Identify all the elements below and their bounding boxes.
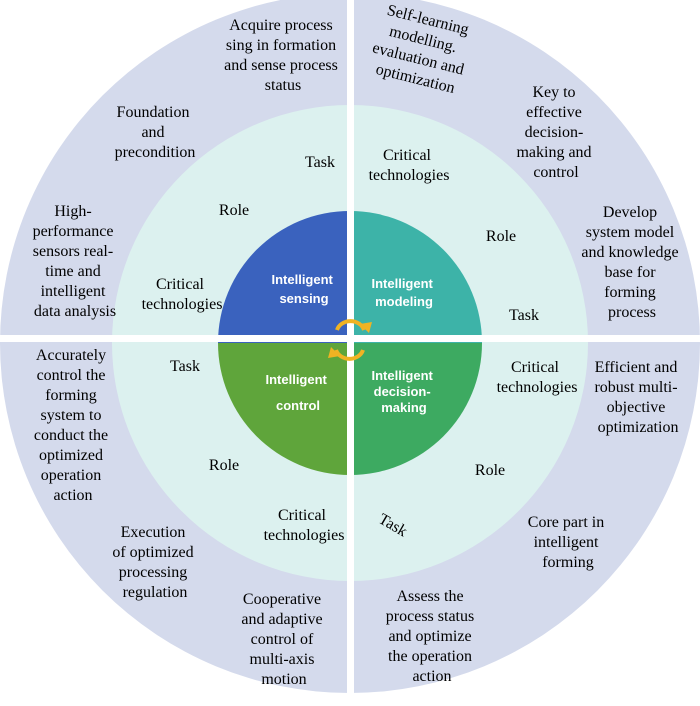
cycle-arrow-bottom (334, 349, 365, 361)
horizontal-divider (0, 335, 700, 342)
control-role-description: Execution of optimized processing regula… (112, 524, 197, 601)
control-critical-description: Cooperative and adaptive control of mult… (241, 591, 326, 688)
control-task-description: Accurately control the forming system to… (34, 347, 112, 504)
vertical-divider (347, 0, 354, 706)
decision-task-description: Assess the process status and optimize t… (386, 588, 478, 685)
modeling-task-label: Task (509, 307, 539, 324)
core-control-label: Intelligent control (265, 372, 330, 413)
cycle-arrowhead-top (360, 322, 372, 333)
cycle-arrowhead-bottom (328, 347, 340, 358)
core-sensing-quadrant (218, 211, 350, 343)
core-sensing-label: Intelligent sensing (271, 272, 336, 306)
decision-role-label: Role (475, 462, 505, 479)
core-decision-quadrant (350, 343, 482, 475)
core-modeling-quadrant (350, 211, 482, 343)
modeling-role-description: Key to effective decision- making and co… (516, 84, 595, 181)
control-critical-label: Critical technologies (264, 507, 345, 544)
decision-critical-description: Efficient and robust multi- objective op… (594, 359, 681, 436)
sensing-role-label: Role (219, 202, 249, 219)
cycle-arrow-top (335, 319, 366, 331)
sensing-task-label: Task (305, 154, 335, 171)
modeling-role-label: Role (486, 228, 516, 245)
sensing-critical-description: High- performance sensors real- time and… (33, 203, 118, 320)
decision-role-description: Core part in intelligent forming (528, 514, 608, 571)
cycle-arrows-icon (328, 319, 372, 361)
sensing-critical-label: Critical technologies (142, 276, 223, 313)
control-task-label: Task (170, 358, 200, 375)
modeling-task-description: Develop system model and knowledge base … (581, 204, 682, 321)
core-control-quadrant (218, 343, 350, 475)
control-role-label: Role (209, 457, 239, 474)
modeling-critical-label: Critical technologies (369, 147, 450, 184)
sensing-role-description: Foundation and precondition (115, 104, 196, 161)
decision-critical-label: Critical technologies (497, 359, 578, 396)
core-decision-label: Intelligent decision- making (371, 368, 436, 415)
sensing-task-description: Acquire process sing in formation and se… (224, 17, 342, 94)
core-modeling-label: Intelligent modeling (371, 276, 436, 309)
